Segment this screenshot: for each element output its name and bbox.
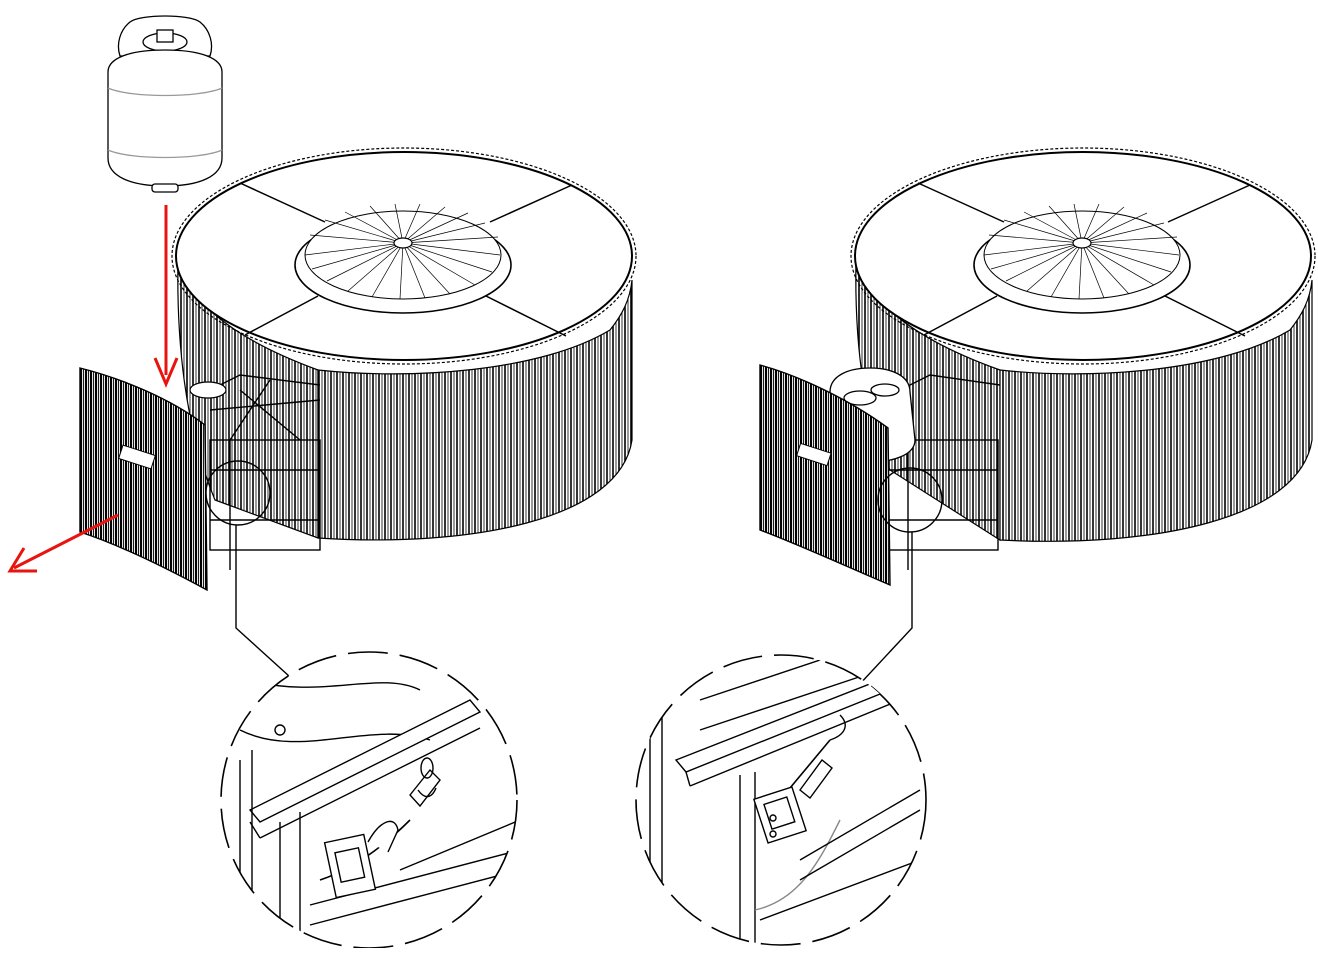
- fire-table-drum-slats: [317, 279, 633, 541]
- fire-table-drum-slats: [999, 279, 1313, 542]
- fire-table-door-open: [79, 367, 208, 592]
- support-frame: [199, 374, 321, 570]
- tank-strap-buckle-closed: [635, 654, 927, 946]
- burner-lid: [973, 203, 1191, 314]
- open-door-arrow: [7, 513, 119, 573]
- fire-table-door-closing: [759, 364, 891, 587]
- insert-tank-arrow: [153, 205, 179, 388]
- detail-callout-right: [877, 467, 943, 533]
- fire-table-left: [7, 15, 637, 687]
- detail-callout-left: [205, 460, 271, 526]
- burner-lid: [294, 203, 512, 314]
- fire-table-right: [759, 147, 1316, 687]
- propane-tank: [107, 15, 223, 193]
- tank-strap-buckle-open: [220, 651, 518, 949]
